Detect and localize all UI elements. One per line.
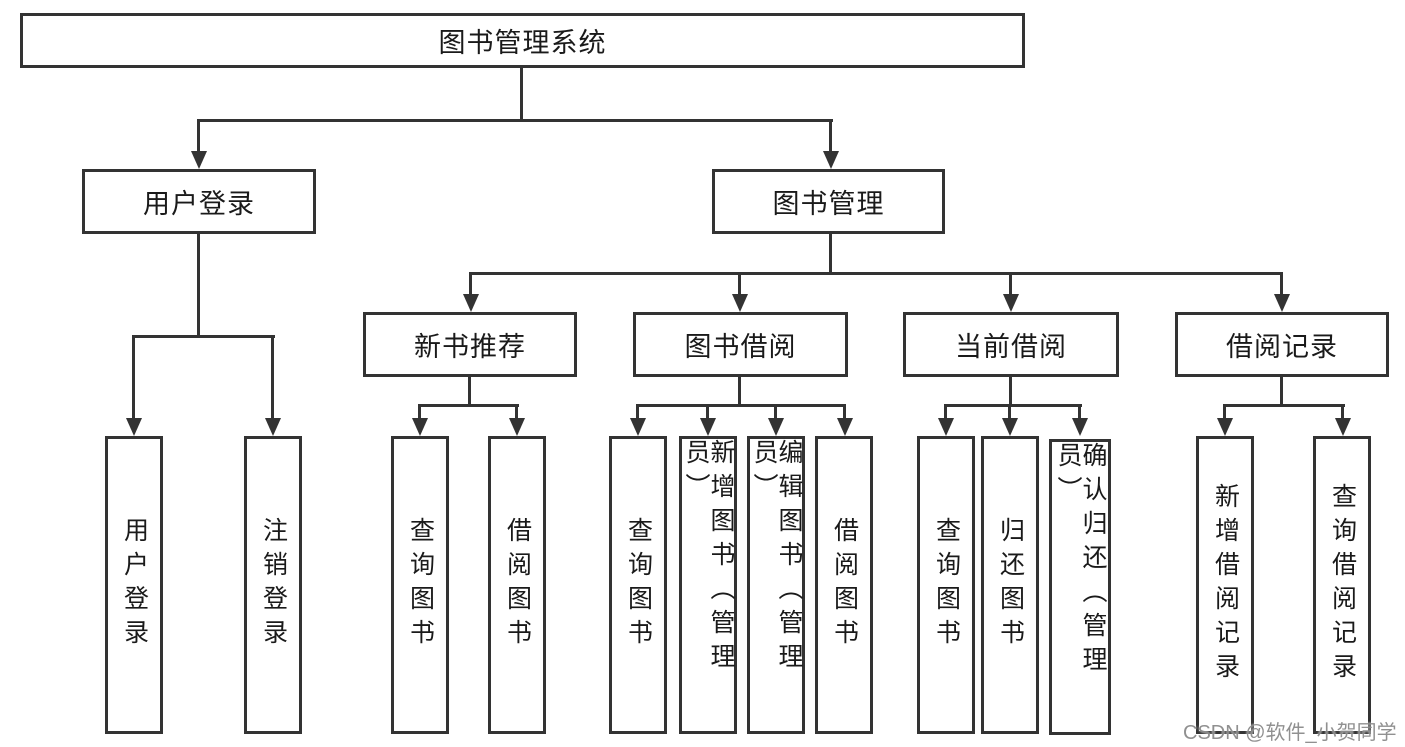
- connector-current-drop-2: [1008, 404, 1011, 418]
- connector-borrowing-drop-3: [774, 404, 777, 418]
- leaf-user-login-label: 用户登录: [120, 517, 149, 653]
- node-new-book-recommend-label: 新书推荐: [414, 332, 526, 362]
- arrow-down-icon: [412, 418, 428, 436]
- leaf-borrowing-edit: 编辑图书（管理员）: [747, 436, 805, 734]
- arrow-down-icon: [1002, 418, 1018, 436]
- arrow-down-icon: [823, 151, 839, 169]
- node-book-management: 图书管理: [712, 169, 945, 234]
- connector-new-books-bar: [418, 404, 519, 407]
- arrow-down-icon: [768, 418, 784, 436]
- leaf-borrowing-borrow-label: 借阅图书: [830, 517, 859, 653]
- connector-borrowing-drop-4: [843, 404, 846, 418]
- arrow-down-icon: [837, 418, 853, 436]
- arrow-down-icon: [126, 418, 142, 436]
- connector-current-bar: [944, 404, 1082, 407]
- arrow-down-icon: [1217, 418, 1233, 436]
- connector-root-stem: [520, 68, 523, 119]
- arrow-down-icon: [1072, 418, 1088, 436]
- connector-user-login-drop-2: [271, 335, 274, 418]
- leaf-current-confirm-return: 确认归还（管理员）: [1049, 439, 1111, 735]
- connector-records-drop-1: [1223, 404, 1226, 418]
- connector-book-mgmt-drop-2: [738, 272, 741, 294]
- connector-user-login-drop-1: [132, 335, 135, 418]
- leaf-borrowing-query: 查询图书: [609, 436, 667, 734]
- leaf-borrowing-add-label: 新增图书（管理员）: [682, 439, 735, 677]
- connector-new-books-drop-2: [515, 404, 518, 418]
- connector-book-mgmt-bar: [469, 272, 1283, 275]
- node-user-login-label: 用户登录: [143, 189, 255, 219]
- node-book-borrowing-label: 图书借阅: [684, 332, 797, 362]
- arrow-down-icon: [630, 418, 646, 436]
- leaf-records-query-label: 查询借阅记录: [1328, 483, 1357, 687]
- node-current-borrowing: 当前借阅: [903, 312, 1119, 377]
- connector-book-mgmt-drop-3: [1009, 272, 1012, 294]
- leaf-current-query-label: 查询图书: [932, 517, 961, 653]
- node-root: 图书管理系统: [20, 13, 1025, 68]
- leaf-borrowing-add: 新增图书（管理员）: [679, 436, 737, 734]
- leaf-records-add-label: 新增借阅记录: [1211, 483, 1240, 687]
- connector-records-stem: [1280, 377, 1283, 404]
- connector-book-mgmt-drop-4: [1280, 272, 1283, 294]
- connector-new-books-drop-1: [418, 404, 421, 418]
- connector-book-mgmt-stem: [829, 234, 832, 272]
- connector-current-drop-1: [944, 404, 947, 418]
- arrow-down-icon: [732, 294, 748, 312]
- leaf-new-books-query-label: 查询图书: [406, 517, 435, 653]
- leaf-user-login: 用户登录: [105, 436, 163, 734]
- connector-records-bar: [1223, 404, 1345, 407]
- arrow-down-icon: [1335, 418, 1351, 436]
- leaf-new-books-query: 查询图书: [391, 436, 449, 734]
- leaf-logout: 注销登录: [244, 436, 302, 734]
- leaf-records-add: 新增借阅记录: [1196, 436, 1254, 734]
- node-borrow-records-label: 借阅记录: [1226, 332, 1338, 362]
- connector-current-stem: [1009, 377, 1012, 404]
- leaf-current-confirm-return-label: 确认归还（管理员）: [1054, 442, 1107, 680]
- arrow-down-icon: [463, 294, 479, 312]
- leaf-records-query: 查询借阅记录: [1313, 436, 1371, 734]
- node-current-borrowing-label: 当前借阅: [955, 332, 1067, 362]
- connector-borrowing-bar: [636, 404, 846, 407]
- watermark: CSDN @软件_小贺同学: [1183, 722, 1397, 744]
- node-root-label: 图书管理系统: [438, 28, 607, 58]
- leaf-new-books-borrow-label: 借阅图书: [503, 517, 532, 653]
- connector-new-books-stem: [468, 377, 471, 404]
- node-user-login: 用户登录: [82, 169, 316, 234]
- node-borrow-records: 借阅记录: [1175, 312, 1389, 377]
- leaf-borrowing-query-label: 查询图书: [624, 517, 653, 653]
- leaf-current-return: 归还图书: [981, 436, 1039, 734]
- arrow-down-icon: [1274, 294, 1290, 312]
- leaf-new-books-borrow: 借阅图书: [488, 436, 546, 734]
- connector-records-drop-2: [1341, 404, 1344, 418]
- connector-user-login-bar: [132, 335, 275, 338]
- leaf-logout-label: 注销登录: [259, 517, 288, 653]
- node-book-borrowing: 图书借阅: [633, 312, 848, 377]
- connector-book-mgmt-drop-1: [469, 272, 472, 294]
- arrow-down-icon: [700, 418, 716, 436]
- connector-borrowing-stem: [738, 377, 741, 404]
- node-book-management-label: 图书管理: [772, 189, 885, 219]
- connector-current-drop-3: [1078, 404, 1081, 418]
- leaf-borrowing-borrow: 借阅图书: [815, 436, 873, 734]
- arrow-down-icon: [1003, 294, 1019, 312]
- leaf-current-query: 查询图书: [917, 436, 975, 734]
- arrow-down-icon: [265, 418, 281, 436]
- connector-root-drop-right: [829, 119, 832, 153]
- connector-borrowing-drop-1: [636, 404, 639, 418]
- leaf-current-return-label: 归还图书: [996, 517, 1025, 653]
- connector-borrowing-drop-2: [706, 404, 709, 418]
- leaf-borrowing-edit-label: 编辑图书（管理员）: [750, 439, 803, 677]
- connector-root-drop-left: [197, 119, 200, 153]
- connector-root-bar: [197, 119, 833, 122]
- connector-user-login-stem: [197, 234, 200, 335]
- arrow-down-icon: [938, 418, 954, 436]
- node-new-book-recommend: 新书推荐: [363, 312, 577, 377]
- arrow-down-icon: [191, 151, 207, 169]
- arrow-down-icon: [509, 418, 525, 436]
